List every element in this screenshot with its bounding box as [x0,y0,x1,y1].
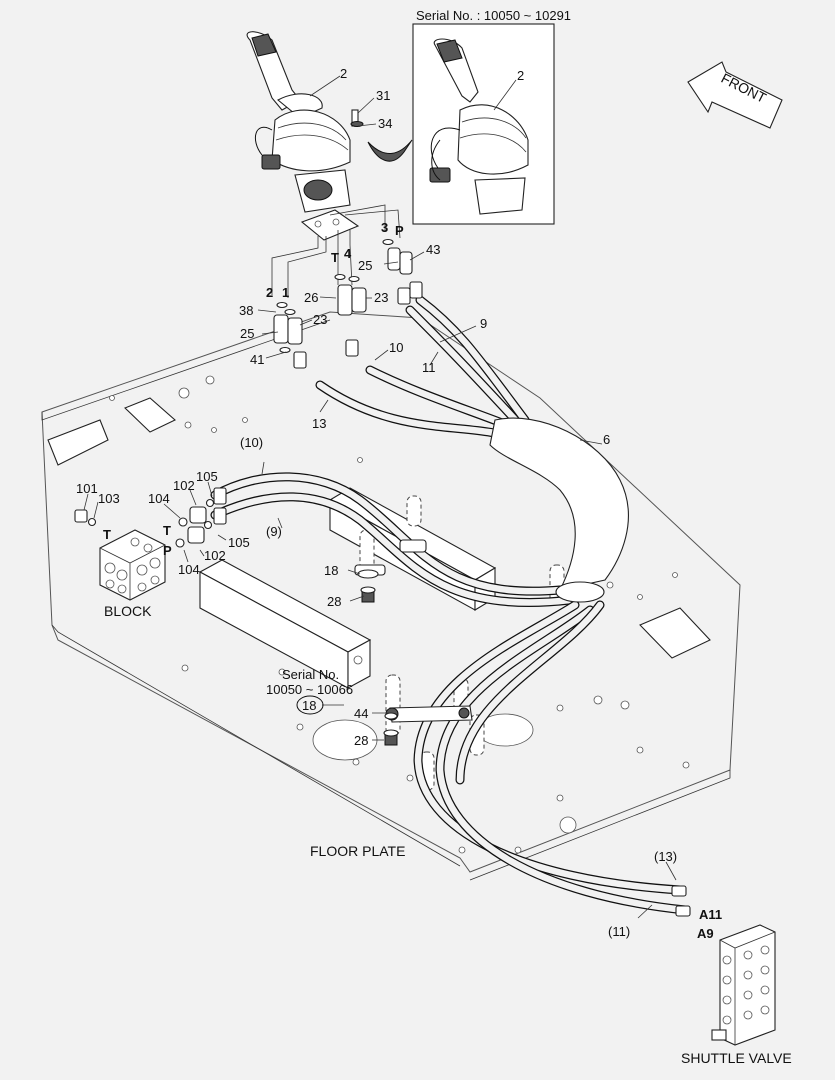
callout-11: 11 [422,360,436,375]
exploded-leaders [271,204,401,298]
port-4-label: 4 [344,246,352,261]
port-t-block-label: T [103,527,111,542]
floor-plate [41,311,741,881]
callout-23-lower: 23 [313,312,327,327]
callout-28-lower: 28 [354,733,368,748]
callout-102-upper: 102 [173,478,195,493]
callout-23-upper: 23 [374,290,388,305]
callout-10: 10 [389,340,403,355]
callout-2: 2 [340,66,347,81]
port-p-fitting-label: P [163,543,172,558]
port-a9-label: A9 [697,926,714,941]
callout-105-lower: 105 [228,535,250,550]
shuttle-valve [671,885,776,1046]
port-a11-label: A11 [699,907,722,922]
block-fittings [74,487,227,601]
inset-pointer-arrow [367,139,413,162]
hose-bundle [210,295,690,915]
callout-102-lower: 102 [204,548,226,563]
port-t-top-label: T [331,250,339,265]
fittings [273,238,423,369]
serial-range-top-label: Serial No. : 10050 ~ 10291 [416,8,571,23]
port-p-top-label: P [395,223,404,238]
port-1-label: 1 [282,285,289,300]
port-2-label: 2 [266,285,273,300]
callout-28-upper: 28 [327,594,341,609]
callout-18: 18 [324,563,338,578]
callout-34: 34 [378,116,392,131]
callout-2-inset: 2 [517,68,524,83]
callout-18-ref: 18 [302,698,316,713]
callout-38: 38 [239,303,253,318]
serial-mid-range-label: 10050 ~ 10066 [266,682,353,697]
callout-104-lower: 104 [178,562,200,577]
port-3-label: 3 [381,220,388,235]
callout-9: 9 [480,316,487,331]
callout-103: 103 [98,491,120,506]
callout-leaders [83,75,677,919]
shuttle-valve-label: SHUTTLE VALVE [681,1050,792,1066]
callout-44: 44 [354,706,368,721]
floor-plate-label: FLOOR PLATE [310,843,405,859]
block-label: BLOCK [104,603,152,619]
callout-43: 43 [426,242,440,257]
serial-inset [412,23,555,225]
front-arrow-icon [687,61,783,129]
serial-mid-label: Serial No. [282,667,339,682]
callout-6: 6 [603,432,610,447]
callout-11-ref: (11) [608,924,630,939]
callout-10-ref: (10) [240,435,263,450]
callout-105-upper: 105 [196,469,218,484]
callout-18-circle [296,695,324,715]
callout-9-ref: (9) [266,524,282,539]
callout-25-upper: 25 [358,258,372,273]
callout-41: 41 [250,352,264,367]
callout-13-ref: (13) [654,849,677,864]
callout-101: 101 [76,481,98,496]
bolts [357,569,399,746]
joystick [246,31,364,241]
bracket-lower [198,559,372,689]
callout-104-upper: 104 [148,491,170,506]
callout-13: 13 [312,416,326,431]
callout-31: 31 [376,88,390,103]
port-t-fitting-label: T [163,523,171,538]
callout-26: 26 [304,290,318,305]
callout-25-lower: 25 [240,326,254,341]
